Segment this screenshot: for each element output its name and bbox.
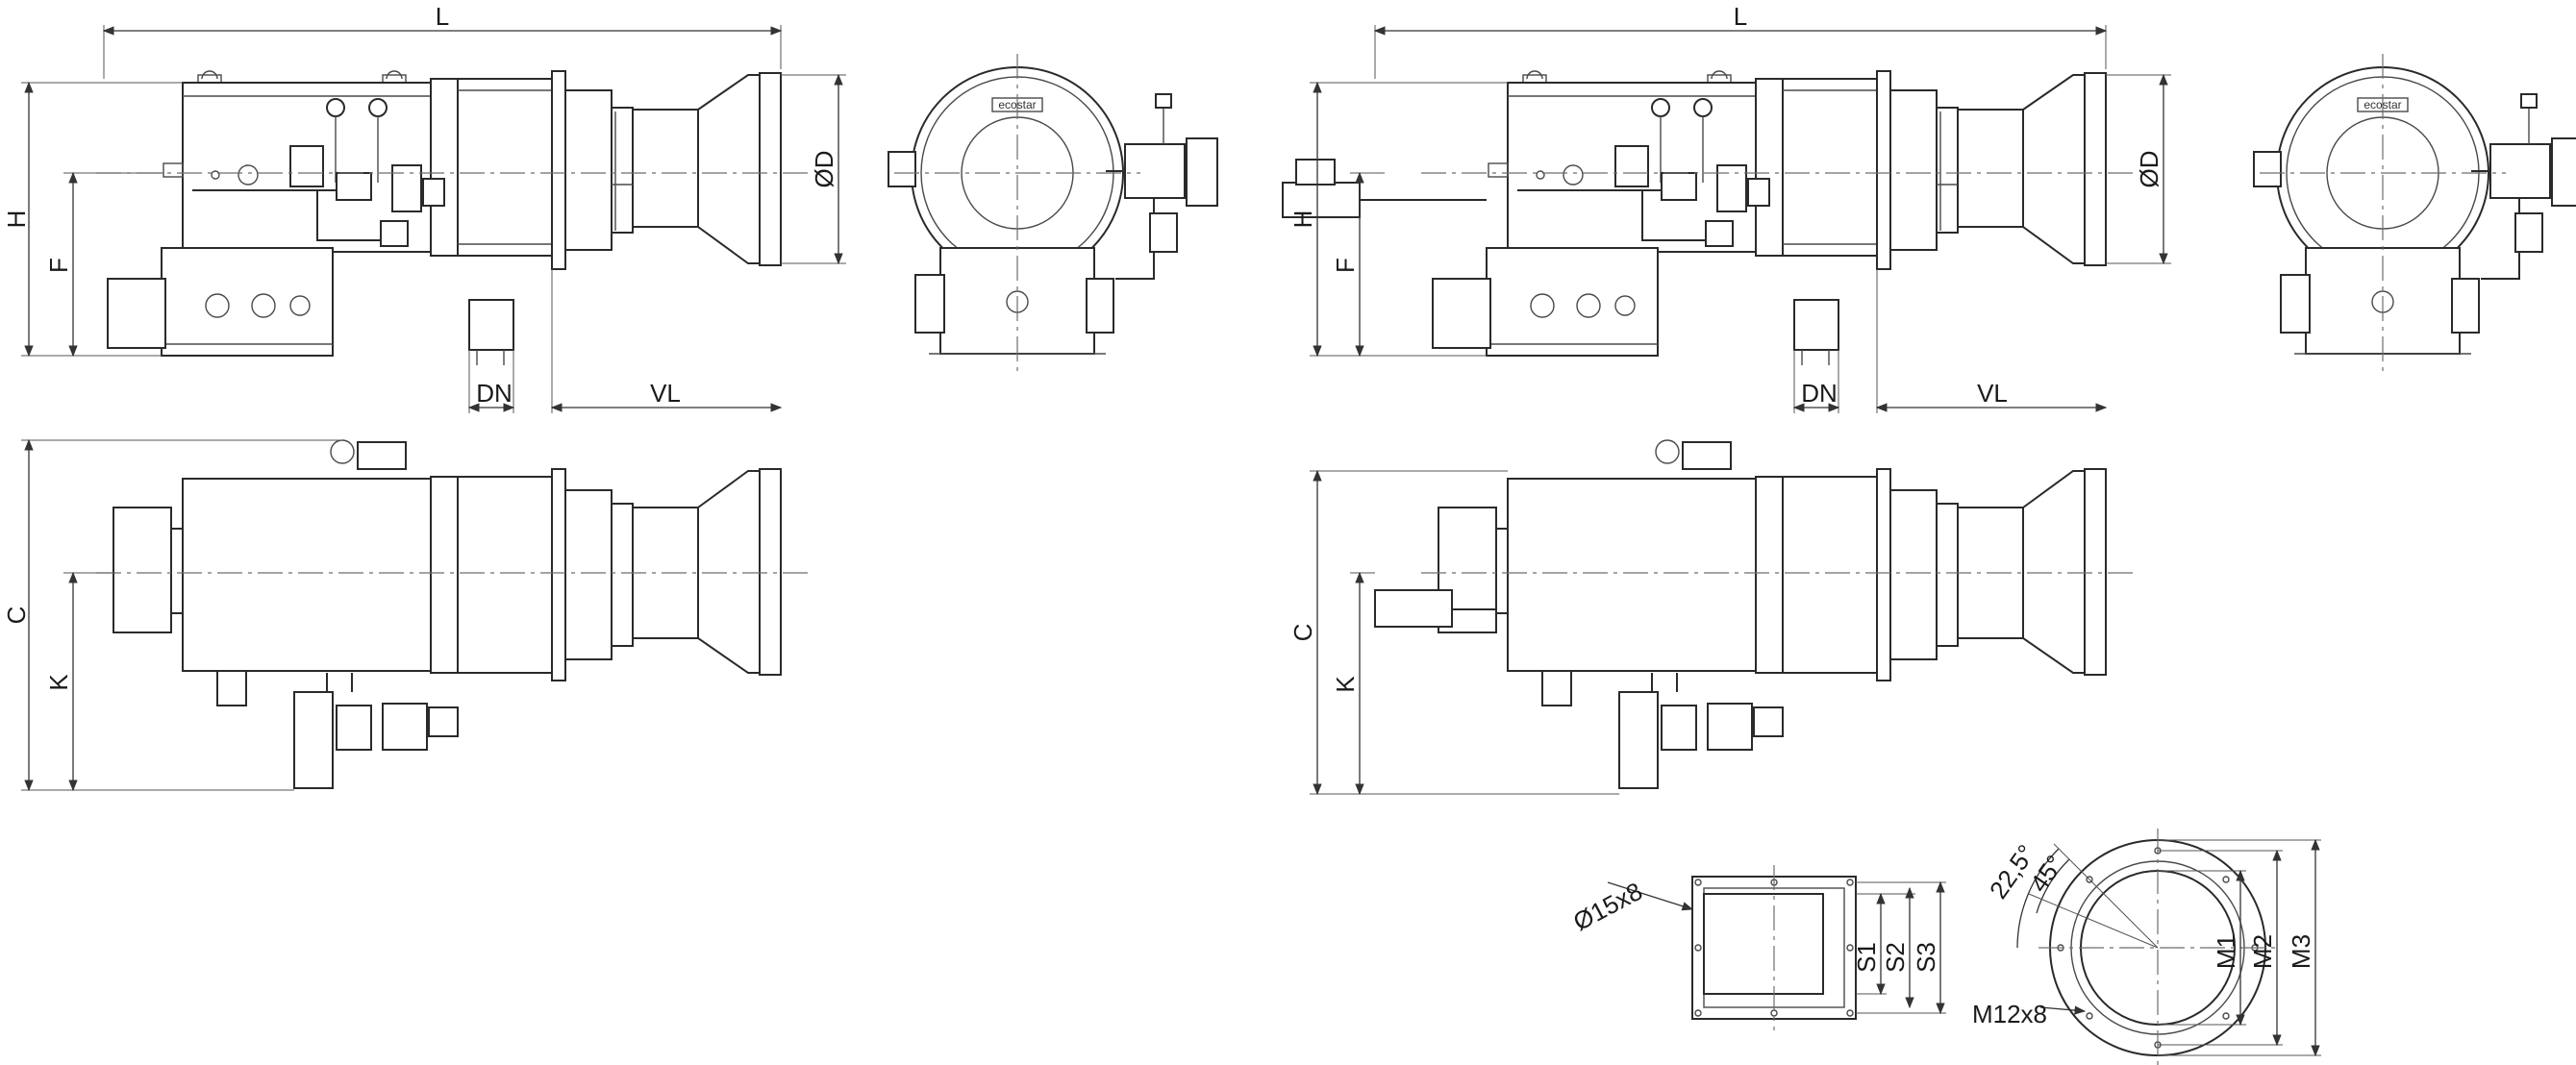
dim-label-M1: M1 (2212, 934, 2240, 969)
dim-label-S1: S1 (1852, 942, 1881, 973)
square-flange-detail: Ø15x8 S1 S2 S3 (1568, 865, 1946, 1030)
label-bolt-thread: M12x8 (1972, 1000, 2047, 1028)
dim-label-L: L (436, 2, 449, 31)
dim-label-S3: S3 (1912, 942, 1940, 973)
side-view-right (1282, 70, 2134, 366)
side-view-left (95, 70, 809, 366)
dim-label-C: C (2, 607, 31, 625)
plan-view-right (1374, 439, 2134, 789)
dim-label-H: H (2, 211, 31, 229)
dimensions-right: L H F DN VL ØD C K (1288, 2, 2171, 796)
dim-label-S2: S2 (1881, 942, 1910, 973)
dim-label-F: F (44, 258, 73, 273)
dim-label-L-right: L (1734, 2, 1747, 31)
dim-label-VL: VL (650, 379, 681, 408)
round-flange-detail: 22,5° 45° M1 M2 M3 M12x8 (1972, 829, 2321, 1065)
dim-label-VL-right: VL (1977, 379, 2008, 408)
dim-label-OD-right: ØD (2135, 151, 2163, 188)
brand-plate-text: ecostar (998, 98, 1036, 111)
dim-label-DN-right: DN (1801, 379, 1838, 408)
dim-label-OD: ØD (810, 151, 838, 188)
label-bolt-holes-square: Ø15x8 (1568, 877, 1647, 936)
dim-label-M3: M3 (2287, 934, 2315, 969)
plan-view-left (95, 439, 809, 789)
dim-label-M2: M2 (2248, 934, 2277, 969)
dim-label-K: K (44, 674, 73, 691)
end-view-left: ecostar (888, 53, 1218, 376)
brand-plate-text-right: ecostar (2363, 98, 2401, 111)
end-view-right: ecostar (2253, 53, 2576, 376)
dim-label-DN: DN (476, 379, 513, 408)
dim-label-C-right: C (1288, 624, 1317, 642)
dimensions-left: L H F DN VL ØD C K (2, 2, 846, 792)
dim-label-K-right: K (1331, 676, 1360, 693)
dim-label-F-right: F (1331, 258, 1360, 273)
dim-label-H-right: H (1288, 211, 1317, 229)
